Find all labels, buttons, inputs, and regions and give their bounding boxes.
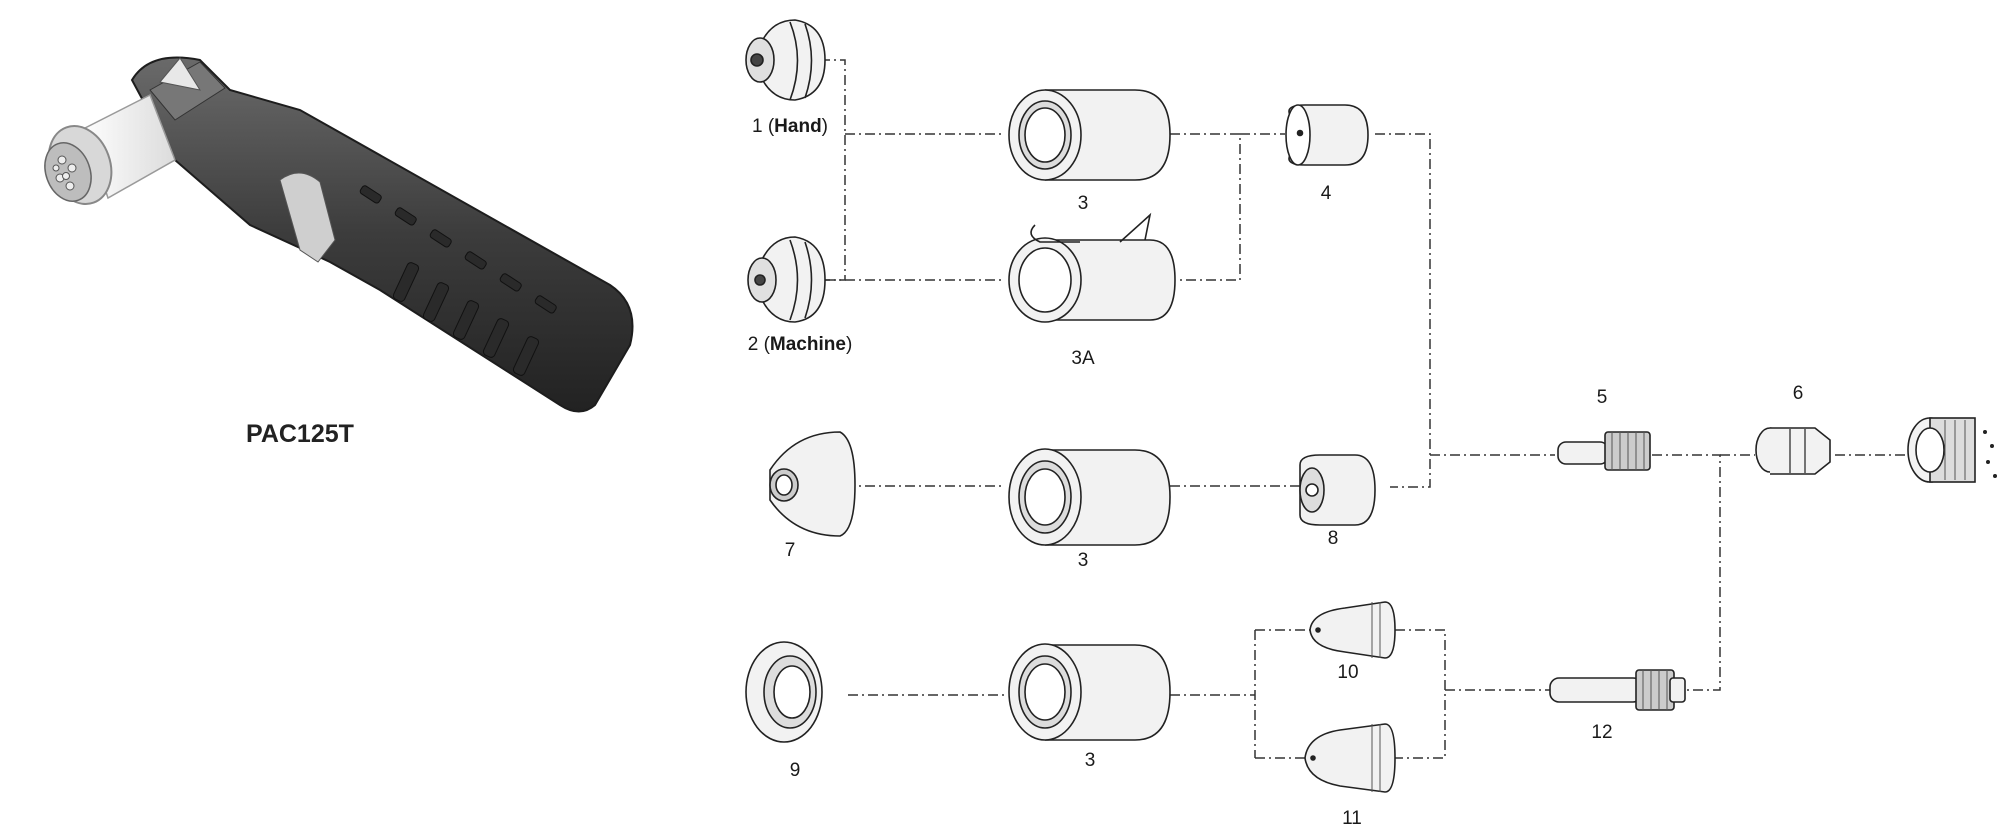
part-label-3: 3 [1084, 750, 1096, 771]
torch-model-label: PAC125T [246, 420, 354, 448]
part-number: 1 [751, 116, 763, 137]
part-number: 2 [747, 334, 759, 355]
ring-shield-icon [745, 641, 823, 743]
part-label-6: 6 [1792, 383, 1804, 404]
part-label-12: 12 [1591, 722, 1613, 743]
swirl-ring-icon [1755, 427, 1831, 475]
retaining-cup-icon [1008, 643, 1171, 741]
extended-tip-icon [1304, 723, 1396, 793]
part-qualifier: Hand [774, 116, 822, 137]
part-label-2: 2 (Machine) [747, 334, 853, 355]
tip-icon [1299, 454, 1376, 526]
part-label-11: 11 [1342, 808, 1362, 829]
shield-cap-icon [747, 236, 826, 323]
part-label-3: 3 [1077, 193, 1089, 214]
retaining-cup-icon [1008, 448, 1171, 546]
part-label-10: 10 [1337, 662, 1359, 683]
part-qualifier: Machine [769, 334, 846, 355]
part-label-1: 1 (Hand) [751, 116, 829, 137]
part-label-4: 4 [1320, 183, 1332, 204]
part-label-8: 8 [1327, 528, 1339, 549]
part-label-7: 7 [784, 540, 796, 561]
retaining-cup-ohmic-icon [1008, 212, 1176, 323]
part-label-5: 5 [1596, 387, 1608, 408]
torch-image [44, 56, 634, 413]
part-label-3a: 3A [1071, 348, 1095, 369]
part-label-3: 3 [1077, 550, 1089, 571]
cone-shield-icon [769, 431, 856, 537]
retaining-cup-icon [1008, 89, 1171, 181]
connector-lines [820, 59, 1905, 759]
part-label-9: 9 [789, 760, 801, 781]
shield-cap-icon [745, 19, 826, 101]
electrode-icon [1557, 431, 1651, 471]
long-electrode-icon [1549, 669, 1686, 711]
tip-icon [1285, 104, 1369, 166]
torch-head-icon [1907, 417, 1997, 483]
extended-tip-icon [1309, 601, 1396, 659]
